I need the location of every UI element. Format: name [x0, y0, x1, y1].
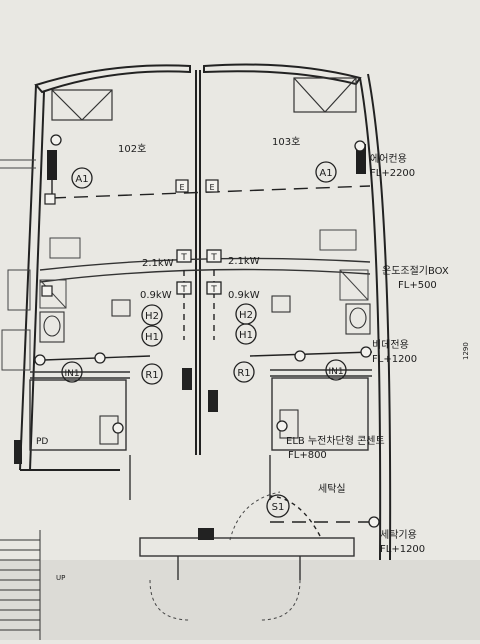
power-left-lower: 0.9kW [140, 290, 172, 301]
svg-text:A1: A1 [319, 168, 332, 179]
power-right-upper: 2.1kW [228, 256, 260, 267]
bidet-label: 비데전용 [372, 339, 409, 351]
symbol-h1-left: H1 [141, 325, 163, 347]
power-left-upper: 2.1kW [142, 258, 174, 269]
bidet-height: FL+1200 [372, 354, 417, 365]
room-label-103: 103호 [272, 136, 300, 148]
hatched-blocks [14, 368, 218, 540]
thermostat-box-height: FL+500 [398, 280, 437, 291]
up-label: UP [56, 574, 65, 582]
aircon-units [47, 144, 366, 180]
symbol-a1-right: A1 [315, 161, 337, 183]
outlet-boxes [41, 179, 219, 297]
thermostat-t-3: T [180, 285, 187, 295]
aircon-label: 에어컨용 [370, 153, 407, 165]
svg-text:H2: H2 [145, 311, 159, 322]
svg-text:IN1: IN1 [328, 367, 343, 377]
adjacent-unit-lines [0, 159, 36, 371]
windows [51, 77, 357, 121]
outlet-e-1: E [179, 183, 184, 192]
svg-text:S1: S1 [272, 502, 285, 513]
thermostat-boxes [176, 249, 222, 295]
elcb-outlet-height: FL+800 [288, 450, 327, 461]
interior-walls [29, 257, 372, 580]
symbol-r1-right: R1 [233, 361, 255, 383]
elcb-outlet-label: ELB 누전차단형 콘센트 [286, 435, 385, 447]
svg-text:R1: R1 [237, 368, 250, 379]
thermostat-t-4: T [210, 285, 217, 295]
symbol-s1: S1 [266, 494, 290, 518]
symbol-h2-left: H2 [141, 304, 163, 326]
svg-text:R1: R1 [145, 370, 158, 381]
symbol-a1-left: A1 [71, 167, 93, 189]
outlet-e-2: E [209, 183, 214, 192]
svg-text:H2: H2 [239, 310, 253, 321]
svg-text:IN1: IN1 [64, 369, 79, 379]
staircase [0, 530, 41, 640]
symbol-r1-left: R1 [141, 363, 163, 385]
symbol-in1-right: IN1 [325, 359, 347, 381]
svg-text:H1: H1 [239, 330, 253, 341]
door-swings [149, 491, 301, 621]
switch-symbols [34, 134, 380, 528]
symbol-h1-right: H1 [235, 323, 257, 345]
svg-text:H1: H1 [145, 332, 159, 343]
washer-height: FL+1200 [380, 544, 425, 555]
pd-label: PD [36, 437, 48, 447]
thermostat-t-2: T [210, 253, 217, 263]
margin-number: 1290 [462, 342, 470, 360]
symbol-in1-left: IN1 [61, 361, 83, 383]
svg-text:A1: A1 [75, 174, 88, 185]
room-label-102: 102호 [118, 143, 146, 155]
thermostat-box-label: 온도조절기BOX [382, 264, 449, 277]
aircon-height: FL+2200 [370, 168, 415, 179]
closets [39, 229, 369, 309]
power-right-lower: 0.9kW [228, 290, 260, 301]
room-label-laundry: 세탁실 [318, 483, 346, 495]
washer-label: 세탁기용 [380, 529, 417, 541]
thermostat-t-1: T [180, 253, 187, 263]
